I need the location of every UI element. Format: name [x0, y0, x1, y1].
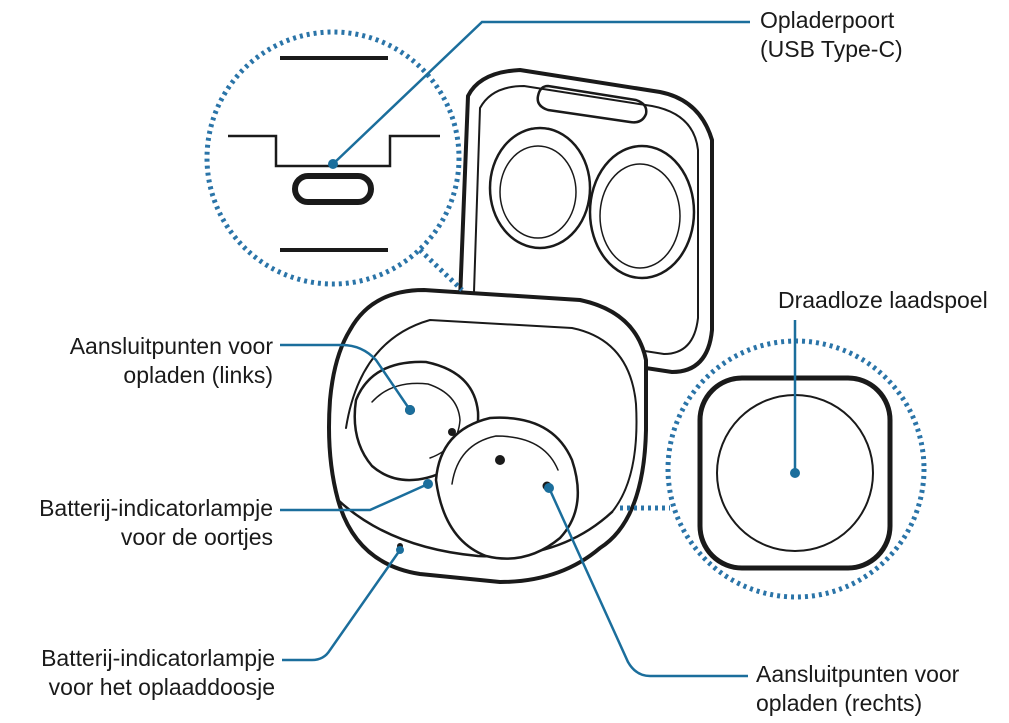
leader-port — [332, 20, 750, 165]
leader-lines — [280, 20, 800, 678]
leader-contacts-left — [280, 343, 412, 411]
right-earbud-inner — [451, 435, 559, 485]
usb-port-callout — [204, 29, 464, 292]
case-base-side — [336, 498, 614, 558]
label-contacts-left-line2: opladen (links) — [123, 362, 273, 388]
label-charger-port-line1: Opladerpoort — [760, 7, 895, 33]
label-charger-port: Opladerpoort (USB Type-C) — [760, 6, 903, 64]
leader-coil-dot — [790, 468, 800, 478]
leader-battery-buds-dot — [423, 479, 433, 489]
label-battery-earbuds-line1: Batterij-indicatorlampje — [39, 495, 273, 521]
label-battery-case-line2: voor het oplaaddoosje — [48, 674, 275, 700]
usb-zoom-connector — [418, 248, 464, 292]
label-battery-earbuds: Batterij-indicatorlampje voor de oortjes — [39, 494, 273, 552]
coil-callout — [620, 338, 927, 600]
right-earbud — [434, 416, 580, 560]
leader-battery-buds — [280, 482, 429, 512]
label-contacts-right-line1: Aansluitpunten voor — [756, 661, 960, 687]
usb-zoom-circle — [204, 29, 462, 287]
label-contacts-right: Aansluitpunten voor opladen (rechts) — [756, 660, 959, 718]
right-contact-1 — [495, 455, 505, 465]
lid-cup-left — [488, 126, 592, 250]
leader-contacts-left-dot — [405, 405, 415, 415]
leader-contacts-right — [548, 489, 748, 678]
leader-battery-case-dot — [396, 546, 404, 554]
lid-cup-right-inner — [599, 163, 681, 269]
label-wireless-coil-line1: Draadloze laadspoel — [778, 287, 988, 313]
label-battery-case: Batterij-indicatorlampje voor het oplaad… — [41, 644, 275, 702]
label-contacts-right-line2: opladen (rechts) — [756, 690, 923, 716]
lid-cup-left-inner — [499, 145, 577, 239]
lid-cup-right — [588, 144, 696, 280]
case-base-top-rim — [345, 319, 638, 513]
label-battery-earbuds-line2: voor de oortjes — [120, 524, 273, 550]
label-charger-port-line2: (USB Type-C) — [760, 36, 903, 62]
left-contact-2 — [448, 428, 456, 436]
label-wireless-coil: Draadloze laadspoel — [778, 286, 988, 315]
leader-battery-case — [282, 549, 402, 662]
leader-contacts-right-dot — [544, 483, 554, 493]
label-battery-case-line1: Batterij-indicatorlampje — [41, 645, 275, 671]
charging-case — [327, 68, 714, 584]
label-contacts-left: Aansluitpunten voor opladen (links) — [70, 332, 273, 390]
usb-c-port — [292, 173, 374, 205]
label-contacts-left-line1: Aansluitpunten voor — [69, 333, 273, 359]
lid-slot — [536, 84, 648, 124]
leader-port-dot — [328, 159, 338, 169]
